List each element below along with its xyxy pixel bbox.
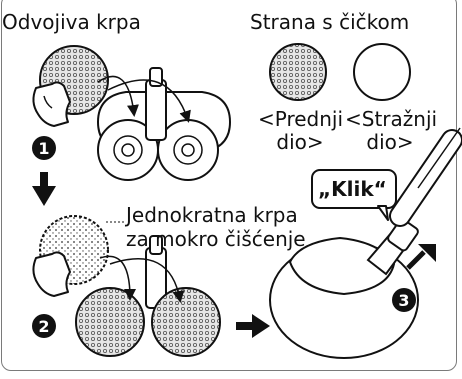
velcro-front-sample xyxy=(269,43,327,101)
disposable-pad-label-line2: za mokro čišćenje xyxy=(126,227,306,251)
speech-bubble-icon xyxy=(311,169,397,221)
front-label-line1: <Prednji xyxy=(258,107,344,131)
svg-text:2: 2 xyxy=(38,317,49,336)
washable-pad-label: Odvojiva krpa xyxy=(2,10,141,34)
velcro-back-sample xyxy=(353,43,411,101)
click-arrow-icon xyxy=(406,244,436,270)
mop-stick xyxy=(389,127,462,227)
disposable-pad-label-line1: Jednokratna krpa xyxy=(126,203,298,227)
hand-icon xyxy=(32,81,71,127)
front-label-line2: dio> xyxy=(276,130,324,154)
back-label-line2: dio> xyxy=(366,130,414,154)
click-text: „Klik“ xyxy=(318,177,387,201)
diagram-frame xyxy=(1,0,457,371)
step-badge-1: 1 xyxy=(32,136,56,160)
hand-icon xyxy=(32,251,71,297)
down-arrow-icon xyxy=(32,172,56,206)
step-badge-3: 3 xyxy=(392,288,416,312)
svg-text:1: 1 xyxy=(38,139,49,158)
velcro-side-label: Strana s čičkom xyxy=(250,10,410,34)
step-badge-2: 2 xyxy=(32,314,56,338)
right-arrow-icon xyxy=(236,314,270,338)
back-label-line1: <Stražnji xyxy=(345,107,438,131)
mop-side-view xyxy=(269,218,419,359)
mop-head-top-view-2 xyxy=(75,235,221,357)
svg-text:3: 3 xyxy=(398,291,409,310)
